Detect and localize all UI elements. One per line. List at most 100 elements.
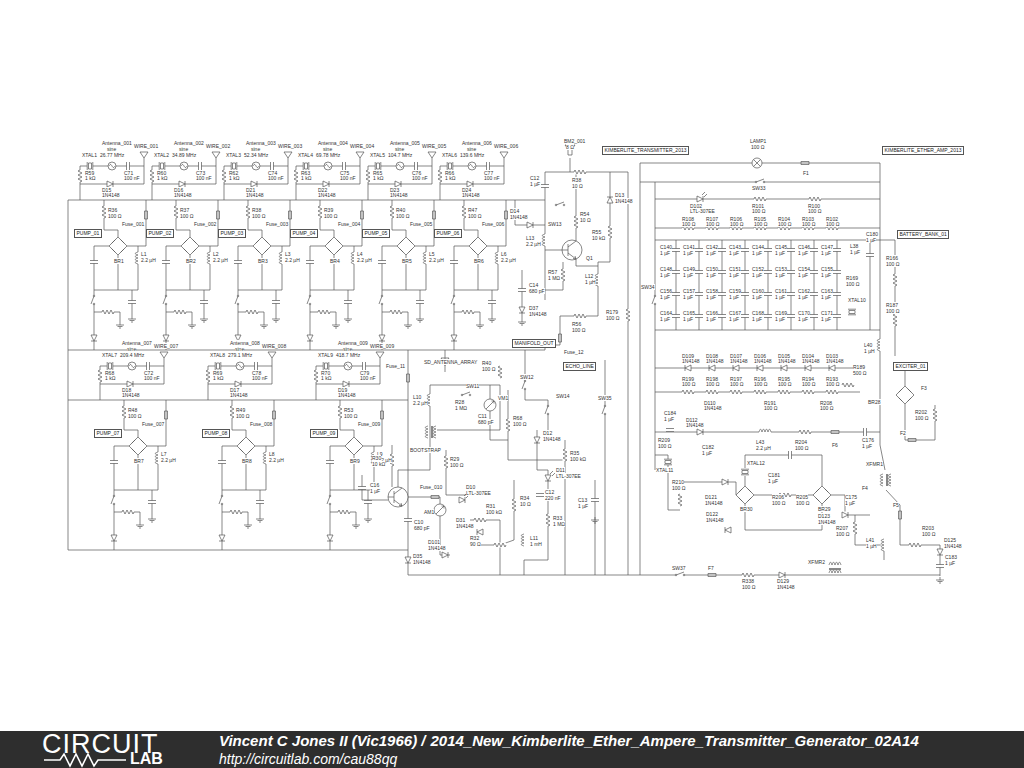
antenna-mast (144, 158, 145, 166)
diode-symbol (757, 365, 763, 372)
resistor-zigzag (933, 409, 937, 421)
wire-mask (787, 271, 795, 274)
wire-mask (787, 293, 795, 296)
bridge-diode-mark (908, 398, 912, 402)
diode-symbol (379, 335, 386, 341)
wire-mask (219, 496, 224, 504)
resistor-symbol (122, 510, 134, 515)
antenna-symbol (160, 352, 168, 366)
diode-triangle (442, 552, 448, 558)
bridge-diode-mark (409, 249, 413, 253)
capacitor-symbol (199, 162, 202, 170)
capacitor-plate (365, 362, 366, 370)
fuse-symbol (831, 430, 839, 433)
part-label: 1 µF (821, 316, 831, 322)
part-label: 90 Ω (470, 541, 481, 547)
bridge-diode-mark (899, 389, 903, 393)
part-label: 1 µF (752, 294, 762, 300)
antenna-head (268, 352, 276, 358)
wire-mask (574, 314, 586, 319)
inductor-symbol (881, 539, 885, 551)
net-name: PUMP_05 (365, 230, 388, 236)
part-label: 2.2 µH (161, 457, 176, 463)
capacitor-plate (833, 273, 841, 274)
switch-contact (453, 295, 455, 297)
wire (310, 290, 354, 291)
sine-source-body (128, 362, 136, 370)
part-label: 26.77 MHz (100, 152, 124, 158)
ground-line (593, 521, 598, 522)
resistor-zigzag (678, 494, 682, 506)
wire-mask (781, 365, 787, 372)
fuse-symbol (504, 211, 507, 219)
switch-contact (604, 405, 606, 407)
capacitor-plate (741, 251, 749, 252)
inductor-symbol (263, 452, 267, 464)
wire-mask (909, 543, 921, 548)
wire-mask (888, 474, 892, 486)
wire-mask (206, 370, 211, 382)
wire-mask (159, 162, 165, 170)
wire (222, 446, 237, 490)
capacitor-plate (518, 291, 526, 292)
resistor-symbol (742, 573, 754, 578)
resistor-symbol (78, 170, 83, 182)
antenna-mast (164, 358, 165, 366)
lamp-cross (754, 160, 761, 167)
wire-mask (718, 315, 726, 318)
diode-bar (401, 181, 402, 187)
capacitor-symbol (518, 289, 526, 292)
diode-triangle (709, 365, 715, 371)
inductor-symbol (880, 474, 884, 486)
bridge-diode-mark (357, 449, 361, 453)
switch-symbol (675, 572, 685, 577)
switch-contact (675, 574, 677, 576)
speaker-cone (565, 145, 575, 149)
capacitor-symbol (364, 501, 372, 504)
wire (127, 246, 138, 290)
capacitor-plate (718, 292, 726, 293)
wire-mask (542, 234, 546, 246)
wire (640, 575, 940, 576)
fuse-wire (560, 334, 561, 342)
part-label: 100 Ω (730, 381, 743, 387)
switch-contact (453, 303, 455, 305)
wire (68, 400, 408, 401)
ground-line (148, 519, 156, 520)
wire-mask (102, 206, 107, 218)
switch-contact (547, 405, 549, 407)
diode-bar (733, 365, 734, 371)
diode-triangle (607, 197, 613, 203)
ground-symbol (260, 322, 268, 328)
part-label: 100 Ω (468, 213, 481, 219)
capacitor-plate (536, 496, 544, 497)
wire-mask (880, 474, 884, 486)
part-label: LTL-307EE (556, 473, 581, 479)
resistor-zigzag (102, 206, 106, 218)
switch-contact (309, 303, 311, 305)
capacitor-plate (416, 300, 424, 301)
crystal-plate (159, 162, 160, 170)
ground-line (335, 328, 337, 329)
bridge-diode-mark (265, 240, 269, 244)
ground-symbol (936, 577, 944, 583)
ground-line (521, 325, 523, 326)
resistor-symbol (563, 449, 568, 461)
resistor-zigzag (754, 197, 766, 201)
wire-mask (697, 196, 703, 203)
part-label: 100 Ω (672, 485, 685, 491)
bridge-diode-mark (816, 489, 820, 493)
capacitor-plate (128, 303, 136, 304)
diode-symbol (805, 365, 811, 372)
wire-mask (378, 261, 386, 264)
part-label: 1 µF (683, 272, 693, 278)
capacitor-plate (256, 503, 264, 504)
part-label: Fuse_010 (420, 484, 442, 490)
capacitor-symbol (864, 428, 867, 436)
crystal-body (161, 163, 164, 169)
wire-mask (754, 197, 766, 202)
part-label: BR29 (818, 506, 831, 512)
part-label: 1N4148 (826, 358, 844, 364)
transistor-base (388, 497, 394, 498)
resistor-symbol (802, 390, 814, 395)
